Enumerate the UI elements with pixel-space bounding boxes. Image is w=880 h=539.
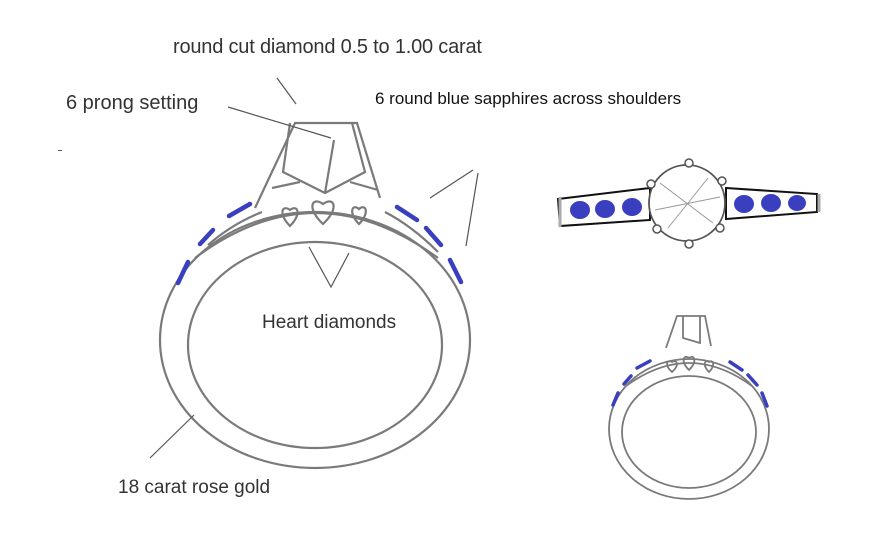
- label-round-cut-diamond: round cut diamond 0.5 to 1.00 carat: [173, 36, 482, 58]
- main-ring-drawing: [158, 121, 472, 470]
- top-sapphire-6: [788, 195, 806, 211]
- small-ring-shoulder-curve: [625, 362, 753, 387]
- stray-mark: [58, 150, 62, 151]
- top-sapphire-4: [734, 195, 754, 213]
- small-ring-head: [665, 315, 712, 349]
- small-ring-inner-band: [621, 375, 757, 489]
- heart-diamond-right: [351, 206, 367, 226]
- leader-diamond: [276, 77, 297, 105]
- sapphire-right-2: [423, 225, 444, 248]
- small-ring-sapphires: [611, 359, 769, 408]
- label-prong-setting: 6 prong setting: [66, 92, 199, 114]
- shoulder-groove-left: [207, 210, 263, 246]
- top-sapphire-3: [622, 198, 642, 216]
- sapphire-left-2: [197, 227, 216, 247]
- leader-lines: [149, 77, 479, 459]
- heart-diamond-left: [281, 207, 299, 228]
- sapphire-left-1: [226, 201, 253, 219]
- top-view-prongs: [646, 158, 727, 249]
- sapphire-left-3: [175, 259, 191, 286]
- leader-sapphire-1: [429, 169, 474, 199]
- shoulder-groove-right: [384, 211, 439, 253]
- prong-setting-center-line: [323, 139, 336, 194]
- label-sapphires: 6 round blue sapphires across shoulders: [375, 89, 682, 108]
- heart-diamond-center: [311, 200, 335, 226]
- top-sapphire-2: [595, 200, 615, 218]
- top-sapphire-1: [570, 201, 590, 219]
- main-ring-inner-band: [186, 240, 444, 450]
- sapphire-right-3: [447, 257, 464, 285]
- leader-hearts: [308, 246, 350, 289]
- top-view-drawing: [556, 158, 821, 249]
- small-ring-outer-band: [608, 358, 770, 500]
- top-view-right-band: [725, 186, 818, 221]
- main-ring-sapphires: [175, 201, 464, 286]
- leader-gold: [149, 414, 195, 459]
- top-view-sapphires: [570, 194, 806, 219]
- sapphire-right-1: [394, 204, 420, 223]
- leader-sapphire-2: [465, 172, 479, 247]
- top-sapphire-5: [761, 194, 781, 212]
- label-rose-gold: 18 carat rose gold: [118, 477, 271, 498]
- gallery-line-left: [271, 180, 301, 190]
- gallery-line-right: [349, 180, 379, 192]
- label-heart-diamonds: Heart diamonds: [262, 312, 397, 333]
- main-ring-shoulder-curve: [194, 212, 439, 259]
- leader-prong: [227, 106, 332, 139]
- prong-setting-head: [254, 121, 382, 209]
- small-ring-drawing: [608, 315, 770, 500]
